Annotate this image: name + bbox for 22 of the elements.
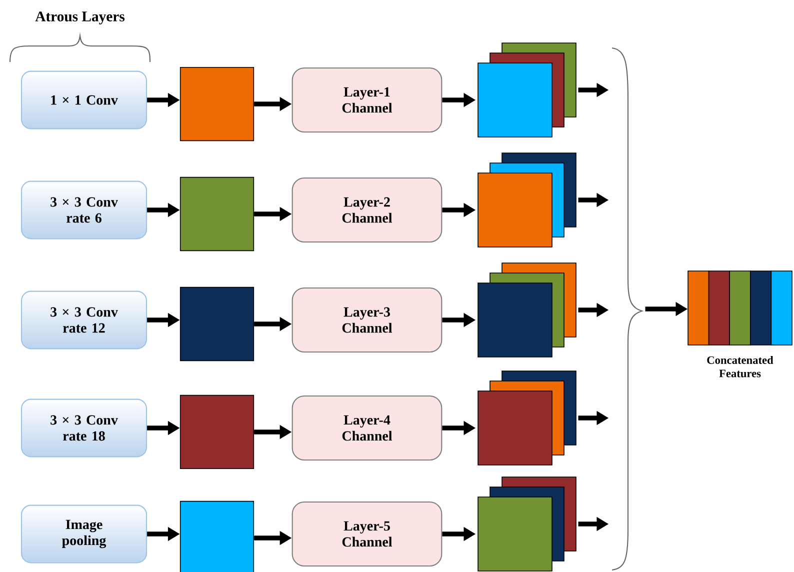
channel-box: Layer-4 Channel — [292, 395, 442, 461]
feature-square — [180, 66, 254, 142]
feature-map-stack-drawing — [478, 476, 576, 572]
feature-square — [180, 286, 254, 362]
channel-box: Layer-5 Channel — [292, 501, 442, 567]
conv-box: 1 × 1 Conv — [20, 70, 148, 130]
conv-box: 3 × 3 Conv rate 18 — [20, 398, 148, 458]
feature-map-stack-drawing — [478, 152, 576, 248]
conv-box: 3 × 3 Conv rate 12 — [20, 290, 148, 350]
node-label: Concatenated Features — [707, 356, 774, 378]
channel-box: Layer-1 Channel — [292, 67, 442, 133]
feature-square — [180, 394, 254, 470]
conv-box: 3 × 3 Conv rate 6 — [20, 180, 148, 240]
feature-map-stack-drawing — [478, 262, 576, 358]
channel-box: Layer-3 Channel — [292, 287, 442, 353]
conv-box: Image pooling — [20, 504, 148, 564]
group-label: Atrous Layers — [35, 12, 125, 24]
feature-map-stack-drawing — [478, 370, 576, 466]
channel-box: Layer-2 Channel — [292, 177, 442, 243]
curly-brace — [612, 48, 643, 570]
feature-map-stack-drawing — [478, 42, 576, 138]
feature-square — [180, 176, 254, 252]
